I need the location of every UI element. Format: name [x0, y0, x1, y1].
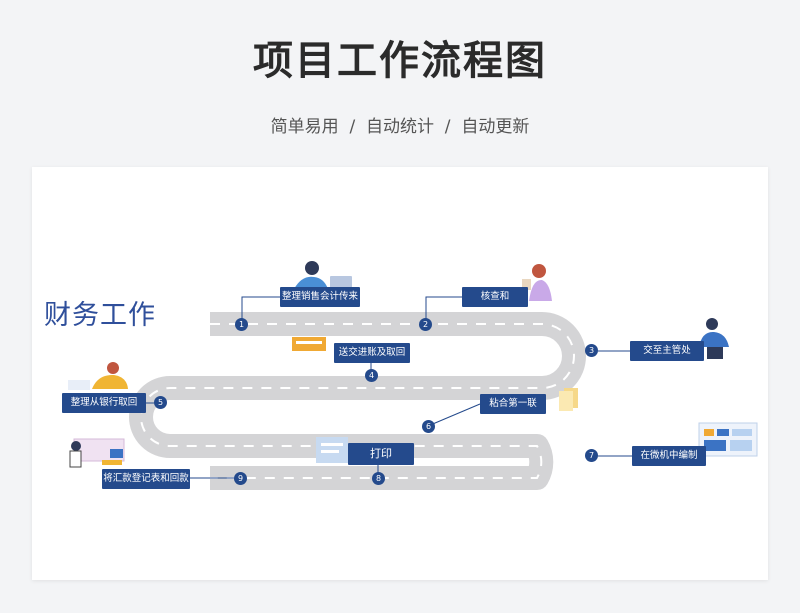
page-title: 项目工作流程图	[253, 38, 547, 84]
person-sitting-icon	[68, 362, 128, 390]
manager-icon	[699, 318, 729, 359]
section-title: 财务工作	[44, 300, 156, 331]
step-badge-1: 1	[235, 318, 248, 331]
road-dashes	[140, 323, 575, 479]
connector-1	[241, 296, 280, 324]
step-badge-9: 9	[234, 472, 247, 485]
people-board-icon	[69, 438, 125, 468]
step-badge-5: 5	[154, 396, 167, 409]
step-label-4: 送交进账及取回	[334, 343, 410, 363]
diagram-card: 财务工作 1 2 3 4 5 6 7 8 9 整理销售会计传来 核查和 交至主管…	[32, 167, 768, 580]
step-label-6: 粘合第一联	[480, 394, 546, 414]
step-badge-4: 4	[365, 369, 378, 382]
dashboard-screen-icon	[698, 422, 758, 457]
step-badge-2: 2	[419, 318, 432, 331]
connector-2	[425, 296, 462, 324]
step-badge-3: 3	[585, 344, 598, 357]
step-badge-6: 6	[422, 420, 435, 433]
step-label-3: 交至主管处	[630, 341, 704, 361]
step-label-7: 在微机中编制	[632, 446, 706, 466]
document-icon	[316, 437, 348, 463]
paper-sheets-icon	[559, 388, 578, 411]
step-badge-8: 8	[372, 472, 385, 485]
page-subtitle: 简单易用 / 自动统计 / 自动更新	[270, 117, 530, 137]
connector-6	[427, 403, 481, 427]
step-label-5: 整理从银行取回	[62, 393, 146, 413]
road-graphic	[68, 261, 758, 490]
step-label-8: 打印	[348, 443, 414, 465]
envelope-icon	[292, 337, 326, 351]
step-label-9: 将汇款登记表和回款	[102, 469, 190, 489]
step-badge-7: 7	[585, 449, 598, 462]
person-standing-icon	[522, 264, 552, 301]
step-label-1: 整理销售会计传来	[280, 287, 360, 307]
step-label-2: 核查和	[462, 287, 528, 307]
person-laptop-icon	[294, 261, 352, 290]
